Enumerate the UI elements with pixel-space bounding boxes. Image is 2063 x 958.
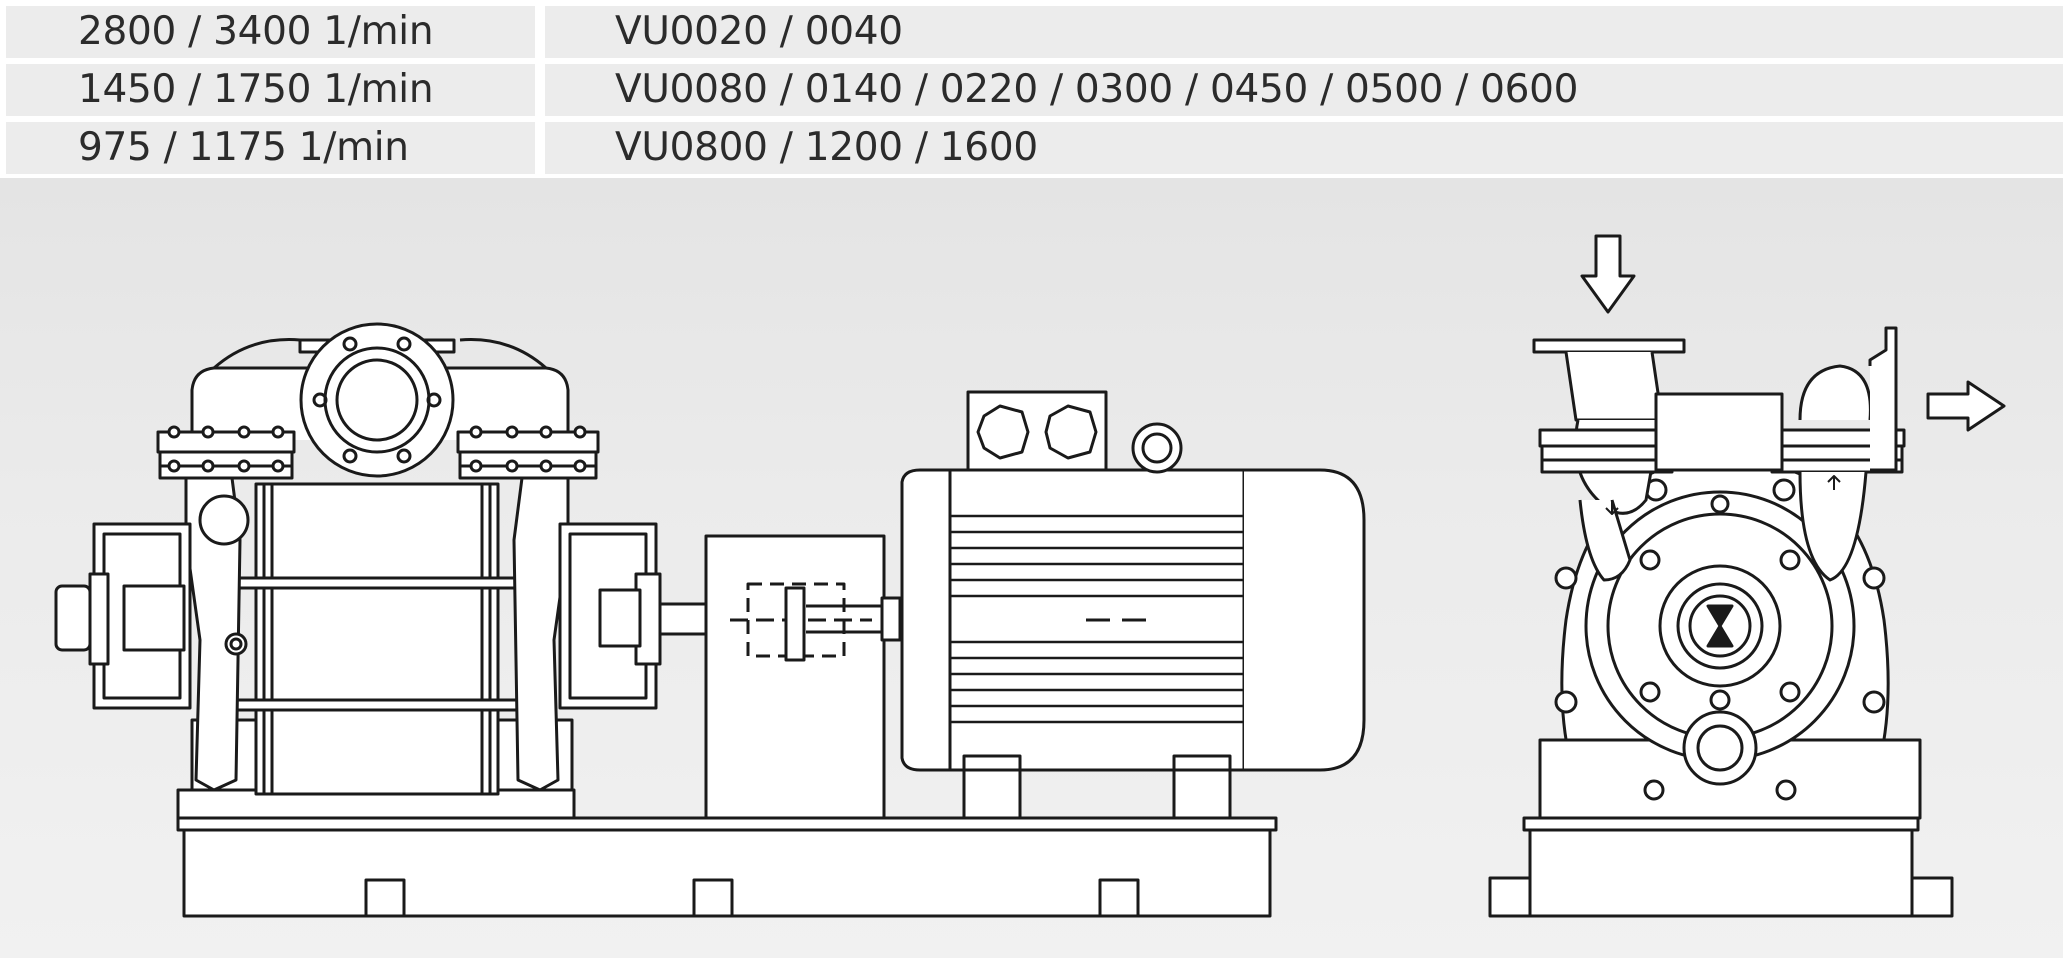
speed-cell: 975 / 1175 1/min	[6, 122, 535, 174]
end-view	[1488, 234, 2006, 918]
table-row: 1450 / 1750 1/min VU0080 / 0140 / 0220 /…	[0, 64, 2063, 116]
pump-top-casing	[190, 322, 570, 478]
model-cell: VU0080 / 0140 / 0220 / 0300 / 0450 / 050…	[545, 64, 2063, 116]
coupling-guard	[704, 534, 886, 820]
base-frame	[176, 816, 1278, 918]
table-row: 2800 / 3400 1/min VU0020 / 0040	[0, 6, 2063, 58]
side-view	[54, 322, 1366, 918]
model-cell: VU0020 / 0040	[545, 6, 2063, 58]
pump-shaft	[658, 602, 712, 636]
electric-motor	[880, 390, 1366, 820]
motor-cooling-fins	[950, 514, 1244, 724]
pump-body	[228, 482, 526, 796]
end-view-outlet	[1768, 326, 1906, 582]
pump-drawing-svg	[54, 234, 2006, 918]
pump-side-flanges	[156, 425, 600, 480]
pump-end-covers	[184, 476, 570, 792]
logo-mark-icon	[1706, 604, 1734, 648]
model-cell: VU0800 / 1200 / 1600	[545, 122, 2063, 174]
end-view-inlet	[1532, 338, 1686, 582]
casing-bolts	[1554, 478, 1886, 801]
inlet-down-arrow-icon	[1580, 234, 1636, 314]
table-row: 975 / 1175 1/min VU0800 / 1200 / 1600	[0, 122, 2063, 174]
lifting-eye	[1131, 422, 1183, 474]
technical-drawing	[0, 178, 2063, 958]
speed-cell: 1450 / 1750 1/min	[6, 64, 535, 116]
outlet-right-arrow-icon	[1926, 380, 2006, 432]
bearing-housings	[54, 522, 662, 710]
speed-cell: 2800 / 3400 1/min	[6, 6, 535, 58]
